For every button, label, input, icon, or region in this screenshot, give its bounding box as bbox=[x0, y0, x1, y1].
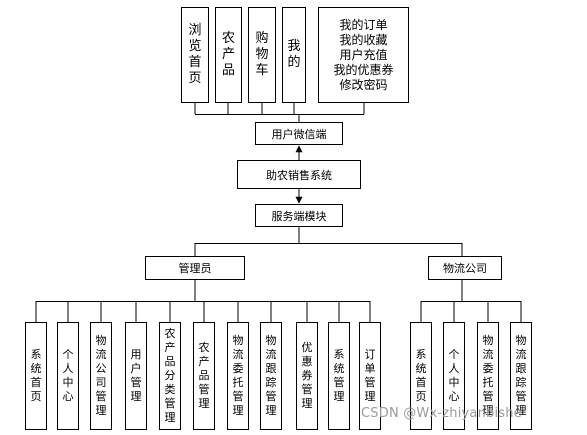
admin-module-product-category: 农产品分类管理 bbox=[159, 322, 181, 430]
wechat-client-box: 用户微信端 bbox=[255, 122, 343, 145]
logistics-module-order: 物流委托管理 bbox=[477, 322, 499, 430]
admin-box: 管理员 bbox=[145, 256, 245, 280]
admin-module-products: 农产品管理 bbox=[193, 322, 215, 430]
my-submenu-item: 我的订单 bbox=[339, 17, 388, 32]
admin-module-system: 系统管理 bbox=[328, 322, 350, 430]
system-box: 助农销售系统 bbox=[237, 160, 361, 189]
csdn-watermark: CSDN @Wx-zhiyanbishe bbox=[361, 406, 522, 421]
my-submenu-item: 修改密码 bbox=[339, 77, 388, 92]
logistics-module-tracking: 物流跟踪管理 bbox=[510, 322, 532, 430]
logistics-company-box: 物流公司 bbox=[428, 256, 502, 280]
menu-cart: 购物车 bbox=[248, 7, 276, 103]
admin-module-profile: 个人中心 bbox=[57, 322, 79, 430]
logistics-module-profile: 个人中心 bbox=[443, 322, 465, 430]
server-module-box: 服务端模块 bbox=[255, 204, 343, 227]
admin-module-coupons: 优惠券管理 bbox=[296, 322, 318, 430]
admin-module-logistics-tracking: 物流跟踪管理 bbox=[260, 322, 282, 430]
admin-module-logistics-order: 物流委托管理 bbox=[227, 322, 249, 430]
admin-module-users: 用户管理 bbox=[125, 322, 147, 430]
logistics-module-home: 系统首页 bbox=[410, 322, 432, 430]
menu-products: 农产品 bbox=[215, 7, 242, 103]
my-submenu-item: 我的优惠券 bbox=[333, 62, 394, 77]
admin-module-logistics-company: 物流公司管理 bbox=[90, 322, 112, 430]
menu-mine: 我的 bbox=[282, 7, 306, 103]
my-submenu-box: 我的订单 我的收藏 用户充值 我的优惠券 修改密码 bbox=[318, 7, 409, 103]
admin-module-orders: 订单管理 bbox=[359, 322, 381, 430]
my-submenu-item: 我的收藏 bbox=[339, 32, 388, 47]
admin-module-home: 系统首页 bbox=[25, 322, 47, 430]
my-submenu-item: 用户充值 bbox=[339, 47, 388, 62]
menu-browse-home: 浏览首页 bbox=[181, 7, 209, 103]
